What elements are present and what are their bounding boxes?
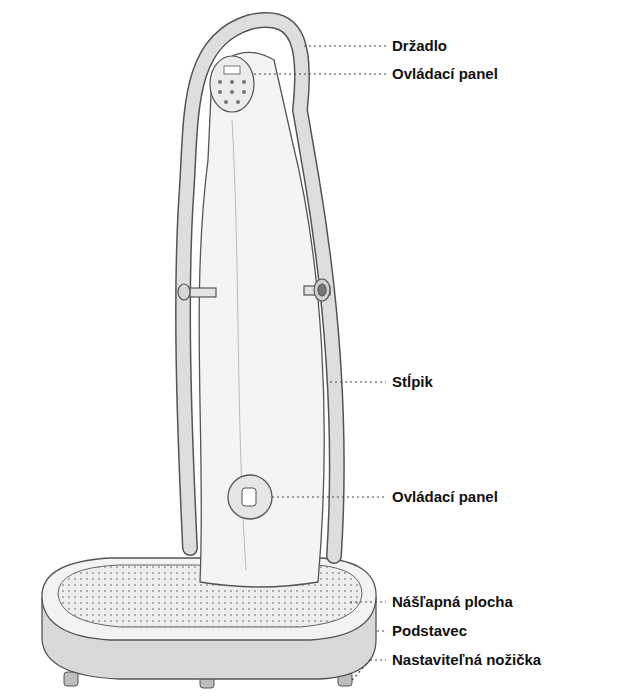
part-label: Ovládací panel bbox=[390, 488, 500, 506]
part-label: Stĺpik bbox=[390, 373, 435, 391]
lower-control-panel bbox=[228, 475, 272, 519]
part-label: Nastaviteľná nožička bbox=[390, 651, 543, 669]
part-label: Nášľapná plocha bbox=[390, 593, 515, 611]
part-label: Podstavec bbox=[390, 622, 469, 640]
upper-control-panel bbox=[210, 56, 254, 112]
leader-lines bbox=[254, 46, 386, 680]
part-label: Držadlo bbox=[390, 37, 449, 55]
cross-bars bbox=[178, 279, 330, 301]
handle bbox=[183, 20, 337, 556]
part-label: Ovládací panel bbox=[390, 65, 500, 83]
